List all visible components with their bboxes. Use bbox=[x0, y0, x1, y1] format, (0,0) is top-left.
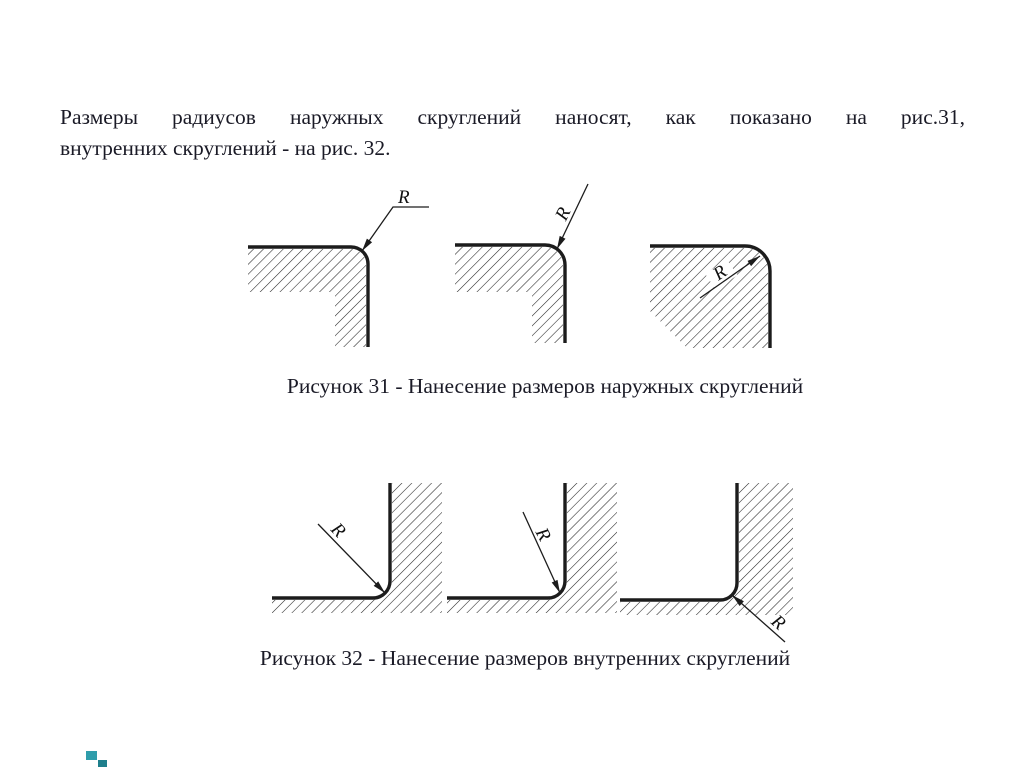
fig32-diagram-1: R bbox=[272, 483, 442, 613]
leader-arrowhead bbox=[732, 595, 744, 606]
hatch-area bbox=[447, 483, 617, 613]
label-gap bbox=[705, 259, 738, 290]
accent-square-small bbox=[98, 760, 107, 767]
hatch-area bbox=[455, 247, 563, 343]
radius-label-group: R bbox=[326, 518, 350, 542]
hatch-area bbox=[620, 483, 793, 615]
leader-arrowhead bbox=[362, 238, 373, 251]
radius-label: R bbox=[326, 518, 350, 542]
part-outline bbox=[650, 244, 772, 348]
radius-label-group: R bbox=[530, 524, 555, 545]
fig31-diagram-3: R bbox=[650, 244, 772, 348]
radius-label: R bbox=[530, 524, 555, 545]
part-outline bbox=[248, 245, 370, 347]
hatch-area bbox=[248, 249, 366, 347]
leader-line bbox=[522, 511, 561, 594]
leader-arrowhead bbox=[373, 581, 385, 593]
fig32-diagram-2: R bbox=[447, 483, 617, 613]
paragraph-line-2: внутренних скруглений - на рис. 32. bbox=[60, 136, 391, 160]
intro-paragraph: Размеры радиусов наружных скруглений нан… bbox=[60, 102, 965, 164]
fig31-diagram-2: R bbox=[455, 183, 589, 343]
hatch-area bbox=[650, 248, 768, 348]
fig31-diagram-1: R bbox=[248, 187, 429, 347]
paragraph-line-1: Размеры радиусов наружных скруглений нан… bbox=[60, 105, 965, 129]
label-gap-rect bbox=[705, 259, 738, 290]
leader-line bbox=[361, 206, 429, 252]
accent-square-large bbox=[86, 751, 97, 760]
caption-figure31: Рисунок 31 - Нанесение размеров наружных… bbox=[286, 374, 804, 398]
caption-figure32: Рисунок 32 - Нанесение размеров внутренн… bbox=[259, 646, 791, 670]
hatch-area bbox=[272, 483, 442, 613]
leader-arrowhead bbox=[557, 235, 566, 249]
fig32-diagram-3: R bbox=[620, 483, 793, 643]
part-outline bbox=[272, 483, 392, 600]
radius-label: R bbox=[551, 204, 576, 225]
leader-line bbox=[317, 523, 386, 594]
radius-label: R bbox=[397, 187, 410, 208]
leader-arrowhead bbox=[551, 579, 560, 593]
part-outline bbox=[455, 243, 567, 343]
part-outline bbox=[620, 483, 739, 602]
radius-label-group: R bbox=[551, 204, 576, 225]
leader-arrowhead bbox=[747, 256, 760, 267]
part-outline bbox=[447, 483, 567, 600]
